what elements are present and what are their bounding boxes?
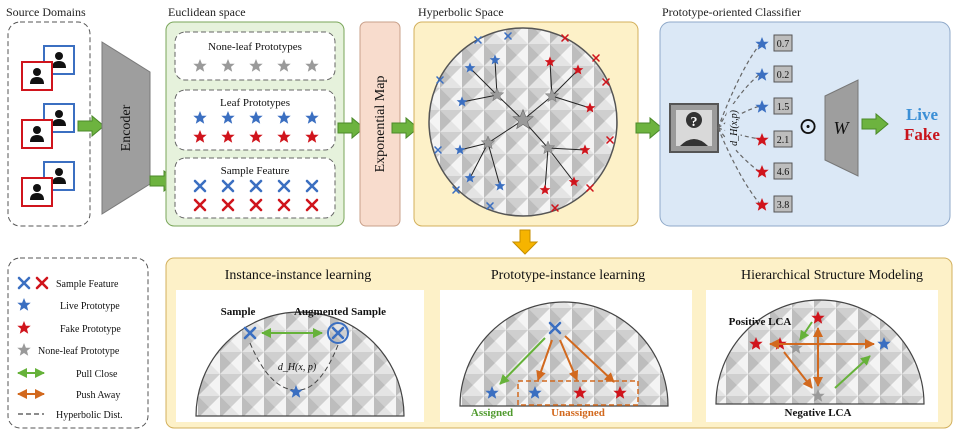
- hier-push-arrows: [769, 327, 875, 389]
- sample-label: Sample Feature: [221, 165, 290, 177]
- hier-learning-title: Hierarchical Structure Modeling: [741, 268, 923, 283]
- proto-learning-title: Prototype-instance learning: [491, 268, 645, 283]
- live-output: Live: [906, 105, 939, 124]
- negative-lca-text: Negative LCA: [785, 407, 852, 419]
- legend-push: Push Away: [76, 390, 120, 401]
- query-shoulders-icon: [680, 139, 708, 146]
- distance-value: 3.8: [777, 200, 790, 211]
- euclidean-space-title: Euclidean space: [168, 5, 246, 19]
- down-arrow: [511, 229, 539, 255]
- leaf-label: Leaf Prototypes: [220, 97, 290, 109]
- distance-values: 0.7 0.2 1.5 2.1 4.6 3.8: [773, 34, 793, 213]
- nonleaf-label: None-leaf Prototypes: [208, 41, 302, 53]
- weight-label: W: [834, 118, 851, 138]
- distance-value: 0.2: [777, 70, 790, 81]
- dist-label-bg: [725, 104, 741, 152]
- query-person-icon: [686, 112, 702, 128]
- source-domains-title: Source Domains: [6, 5, 86, 19]
- legend-hyp-dist: Hyperbolic Dist.: [56, 410, 123, 421]
- encoder-label: Encoder: [119, 104, 134, 151]
- source-domains-box: [7, 21, 91, 227]
- source-pair-2: [21, 103, 75, 149]
- classifier-title: Prototype-oriented Classifier: [662, 5, 801, 19]
- assigned-pull: [499, 337, 546, 385]
- positive-lca-text: Positive LCA: [729, 316, 792, 328]
- assigned-text: Assigned: [471, 407, 513, 419]
- unassigned-box: [517, 380, 639, 406]
- instance-learning-title: Instance-instance learning: [225, 268, 372, 283]
- hyperbolic-space-title: Hyperbolic Space: [418, 5, 504, 19]
- hier-pull-arrows: [799, 321, 871, 389]
- legend-fake: Fake Prototype: [60, 324, 121, 335]
- legend-nonleaf-star: [17, 343, 31, 356]
- legend-pull: Pull Close: [76, 369, 118, 380]
- proto-halfdisk: [459, 301, 669, 407]
- push-arrow: [559, 339, 579, 381]
- source-pair-3: [21, 161, 75, 207]
- dist-label: d_H(x,p): [729, 109, 740, 145]
- distance-value: 1.5: [777, 102, 790, 113]
- unassigned-text: Unassigned: [551, 407, 605, 419]
- arrow-to-encoder: [77, 115, 105, 137]
- legend-sample-feature: Sample Feature: [56, 279, 119, 290]
- distance-value: 2.1: [777, 135, 790, 146]
- augmented-circle: [327, 322, 349, 344]
- exp-map-label: Exponential Map: [373, 76, 388, 173]
- instance-dist-lines: [249, 342, 339, 391]
- push-arrow: [536, 339, 553, 381]
- classifier-panel: [659, 21, 951, 227]
- question-mark-icon: ?: [691, 115, 698, 130]
- fake-output: Fake: [904, 125, 940, 144]
- weight-layer: [824, 79, 859, 177]
- legend-fake-star: [17, 321, 31, 334]
- legend-live-star: [17, 298, 31, 311]
- arrow-to-classifier: [635, 117, 663, 139]
- legend-box: [7, 257, 149, 429]
- legend-nonleaf: None-leaf Prototype: [38, 346, 120, 357]
- odot-operator: ⊙: [798, 114, 818, 140]
- augmented-text: Augmented Sample: [294, 306, 386, 318]
- distance-value: 0.7: [777, 39, 790, 50]
- sample-text: Sample: [221, 306, 256, 318]
- source-pair-1: [21, 45, 75, 91]
- nonleaf-box: [174, 31, 336, 81]
- push-arrow: [564, 335, 615, 383]
- distance-value: 4.6: [777, 167, 790, 178]
- instance-dist-text: d_H(x, p): [278, 362, 317, 373]
- instance-halfdisk: [195, 311, 405, 417]
- legend-live: Live Prototype: [60, 301, 120, 312]
